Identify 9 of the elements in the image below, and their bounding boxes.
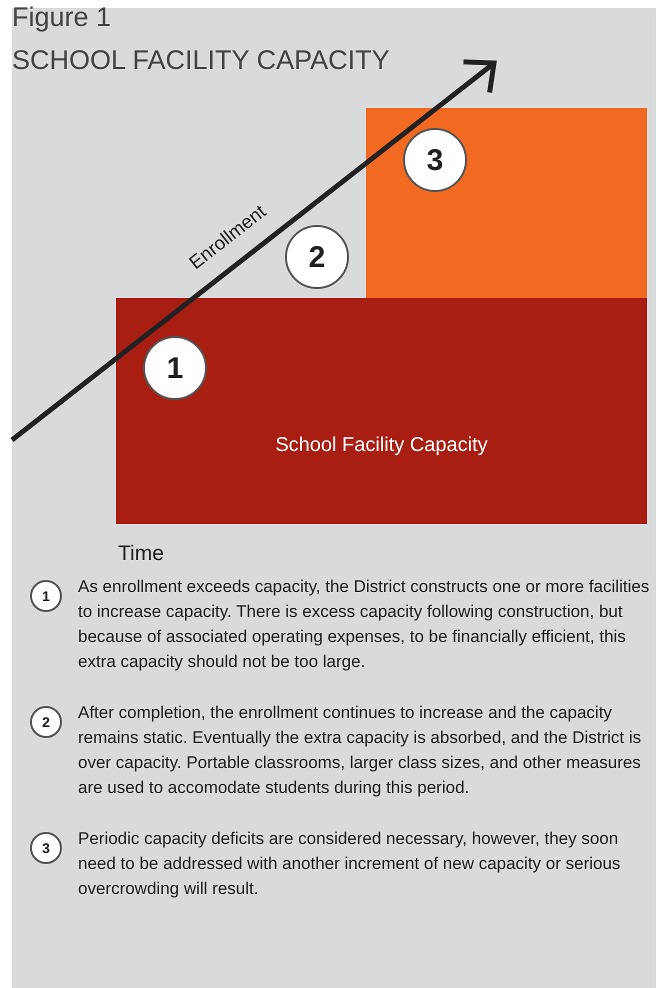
figure-title: SCHOOL FACILITY CAPACITY [12,44,390,76]
note-paragraph: Periodic capacity deficits are considered necessary, however, they soon need to be addressed with another increment of new capacity or serious overcrowding will result. [78,828,622,900]
block-label: School Facility Capacity [274,433,489,458]
axis-label: Time [118,541,164,567]
capacity-block-increment [366,108,647,298]
note-paragraph: After completion, the enrollment continues to increase and the capacity remains static. Eventually the extra capacity is absorbed, and the District is over capacity. Portable classrooms, larger class sizes, and other measures are used to accomodate students during this period. [78,702,642,799]
note-paragraph: As enrollment exceeds capacity, the District constructs one or more facilities to increase capacity. There is excess capacity following construction, but because of associated operating expenses, to be financially efficient, this extra capacity should not be too large. [78,576,650,673]
figure-number: Figure 1 [12,2,112,32]
capacity-block [116,298,647,524]
